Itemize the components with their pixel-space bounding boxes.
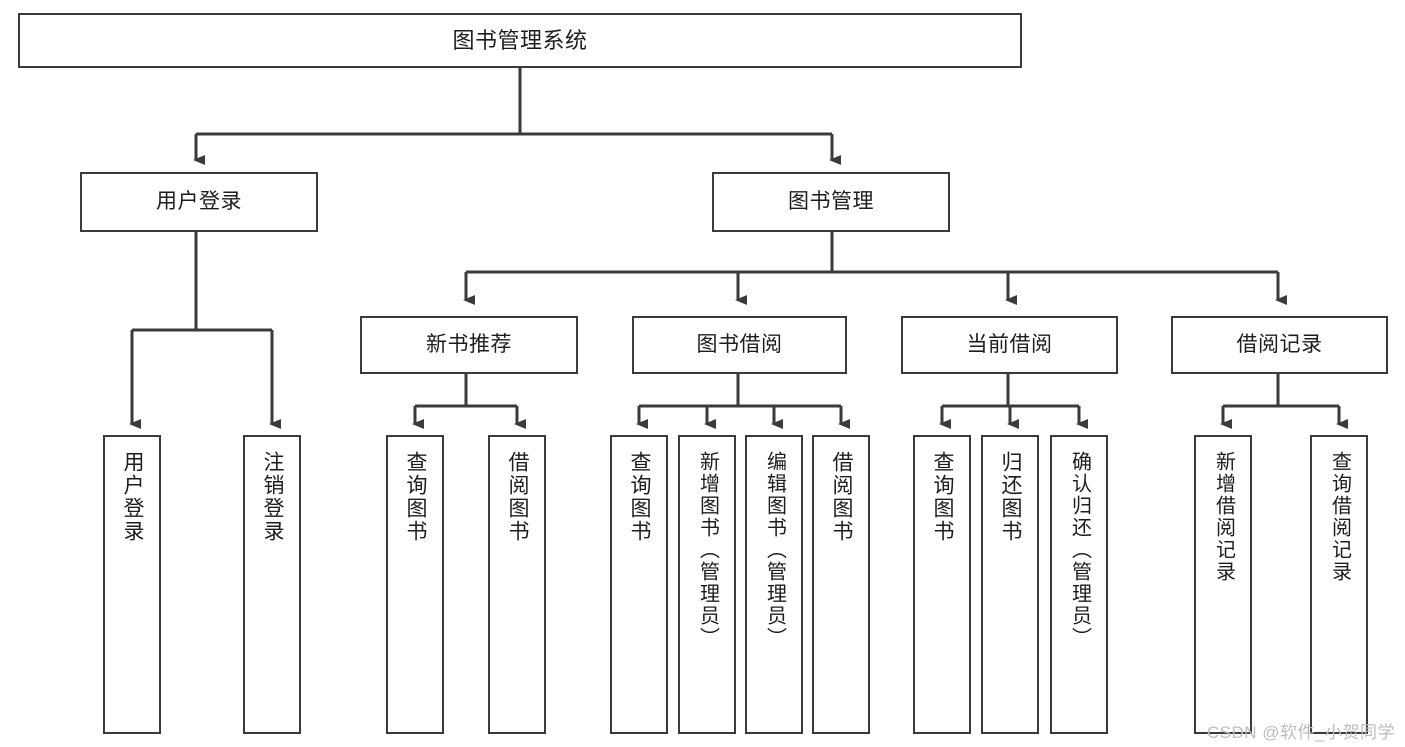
leaf-user-login[interactable]: 用户登录	[103, 435, 161, 734]
node-current-borrow-label: 当前借阅	[966, 332, 1053, 356]
node-new-book-rec[interactable]: 新书推荐	[360, 316, 578, 374]
leaf-confirm-return-label: 确认归还（管理员）	[1068, 451, 1091, 649]
node-root-label: 图书管理系统	[452, 27, 588, 53]
leaf-add-book[interactable]: 新增图书（管理员）	[678, 435, 736, 734]
leaf-edit-book[interactable]: 编辑图书（管理员）	[745, 435, 803, 734]
node-book-borrow-label: 图书借阅	[696, 332, 783, 356]
leaf-return-book-label: 归还图书	[999, 451, 1023, 543]
leaf-query-book-2[interactable]: 查询图书	[610, 435, 668, 734]
leaf-edit-book-label: 编辑图书（管理员）	[763, 451, 786, 649]
leaf-return-book[interactable]: 归还图书	[981, 435, 1039, 734]
leaf-query-book-3[interactable]: 查询图书	[913, 435, 971, 734]
leaf-logout[interactable]: 注销登录	[243, 435, 301, 734]
leaf-add-book-label: 新增图书（管理员）	[696, 451, 719, 649]
leaf-query-book-1-label: 查询图书	[404, 451, 428, 543]
leaf-confirm-return[interactable]: 确认归还（管理员）	[1050, 435, 1108, 734]
node-user-login[interactable]: 用户登录	[80, 172, 318, 232]
leaf-borrow-book-1-label: 借阅图书	[506, 451, 530, 543]
leaf-query-book-3-label: 查询图书	[931, 451, 955, 543]
node-new-book-rec-label: 新书推荐	[426, 332, 512, 356]
leaf-add-record[interactable]: 新增借阅记录	[1194, 435, 1252, 734]
leaf-query-record-label: 查询借阅记录	[1328, 451, 1351, 583]
leaf-query-book-1[interactable]: 查询图书	[386, 435, 444, 734]
leaf-user-login-label: 用户登录	[121, 451, 145, 543]
leaf-query-book-2-label: 查询图书	[628, 451, 652, 543]
node-book-manage[interactable]: 图书管理	[712, 172, 950, 232]
node-user-login-label: 用户登录	[156, 189, 242, 213]
node-book-borrow[interactable]: 图书借阅	[632, 316, 847, 374]
leaf-logout-label: 注销登录	[261, 451, 285, 543]
leaf-borrow-book-2[interactable]: 借阅图书	[812, 435, 870, 734]
node-book-manage-label: 图书管理	[788, 189, 874, 213]
leaf-add-record-label: 新增借阅记录	[1212, 451, 1235, 583]
node-borrow-record-label: 借阅记录	[1236, 332, 1323, 356]
node-root[interactable]: 图书管理系统	[18, 13, 1022, 68]
leaf-borrow-book-2-label: 借阅图书	[830, 451, 854, 543]
watermark: CSDN @软件_小贺同学	[1206, 723, 1395, 742]
leaf-borrow-book-1[interactable]: 借阅图书	[488, 435, 546, 734]
node-current-borrow[interactable]: 当前借阅	[901, 316, 1118, 374]
node-borrow-record[interactable]: 借阅记录	[1171, 316, 1388, 374]
leaf-query-record[interactable]: 查询借阅记录	[1310, 435, 1368, 734]
